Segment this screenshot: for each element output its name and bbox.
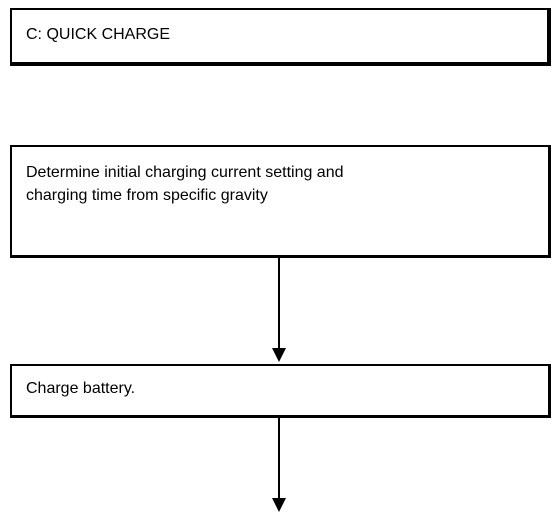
step-text-line: Charge battery. bbox=[26, 380, 136, 397]
arrow-head-2 bbox=[272, 498, 286, 512]
step-box-charge-battery: Charge battery. bbox=[10, 364, 551, 418]
step-text-line: charging time from specific gravity bbox=[26, 187, 268, 204]
arrow-head-1 bbox=[272, 348, 286, 362]
step-text-line: Determine initial charging current setti… bbox=[26, 164, 344, 181]
section-header-box: C: QUICK CHARGE bbox=[10, 8, 551, 66]
section-title: C: QUICK CHARGE bbox=[26, 26, 171, 43]
step-box-determine-settings: Determine initial charging current setti… bbox=[10, 145, 551, 258]
